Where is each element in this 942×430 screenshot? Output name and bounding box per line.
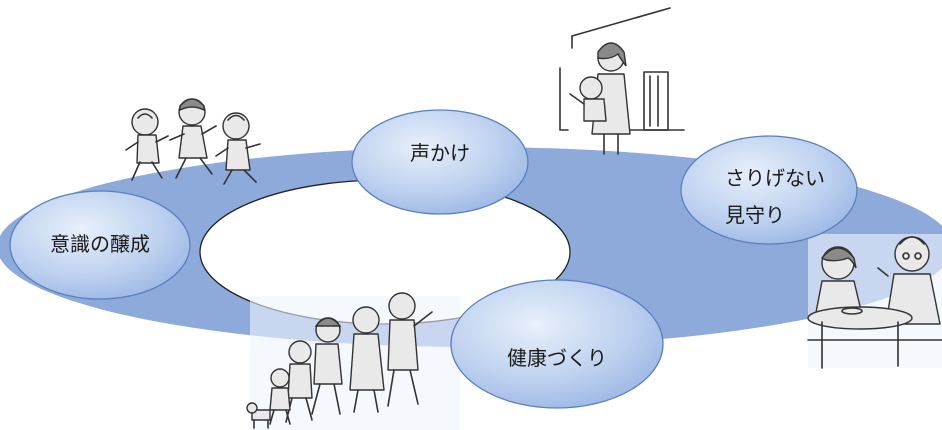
- node-ishiki-label: 意識の醸成: [50, 232, 150, 256]
- node-kenko-zukuri: 健康づくり: [450, 279, 664, 409]
- node-koekake-label: 声かけ: [410, 141, 470, 165]
- node-kenko-label: 健康づくり: [507, 346, 607, 370]
- node-sarigenai-label-line2: 見守り: [725, 203, 785, 227]
- elderly-tea-conversation-icon: [807, 234, 942, 369]
- node-sarigenai-label-line1: さりげない: [725, 166, 825, 190]
- family-group-walking-icon: [246, 292, 460, 430]
- node-ishiki-no-josei: 意識の醸成: [9, 190, 191, 300]
- node-sarigenai-mimamori: さりげない 見守り: [680, 135, 858, 245]
- node-koekake: 声かけ: [351, 109, 529, 215]
- mother-holding-child-icon: [559, 7, 685, 155]
- children-running-icon: [125, 98, 261, 185]
